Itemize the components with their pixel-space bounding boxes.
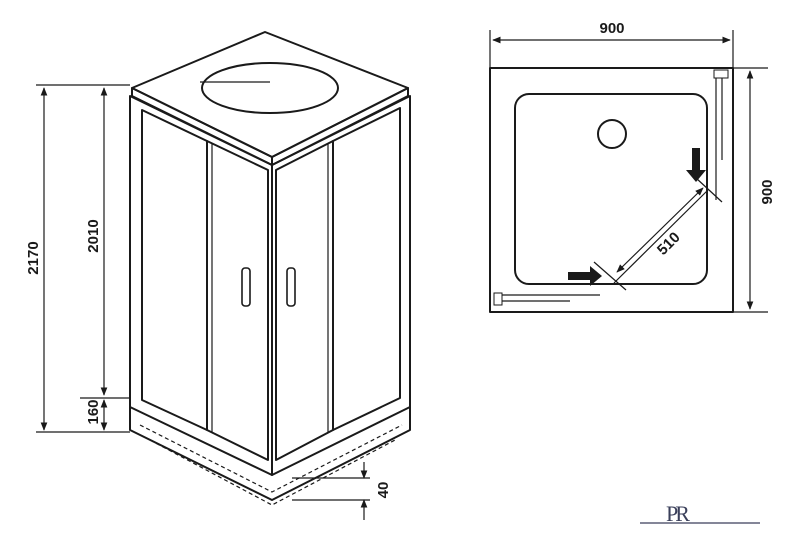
dim-opening-label: 510	[654, 229, 684, 259]
top-view: 900 900 510	[489, 20, 776, 313]
glass-panel-left-door	[206, 140, 269, 461]
logo-text: PR	[666, 501, 690, 526]
dim-depth-label: 900	[759, 179, 776, 204]
tray-dashed	[139, 424, 403, 493]
door-handle-right	[286, 267, 296, 307]
dim-total-height-label: 2170	[25, 241, 42, 274]
front-view: 2170 2010 160 40	[25, 31, 411, 520]
door-rail-cap-right	[713, 69, 729, 79]
door-handle-left	[241, 267, 251, 307]
roof-edge-right	[271, 87, 409, 166]
dim-cabin-height-label: 2010	[85, 219, 102, 252]
dim-tray-height-label: 160	[85, 399, 102, 424]
brand-logo: PR	[640, 501, 760, 526]
door-arrow-right-icon	[568, 266, 602, 286]
glass-panel-right-outer	[332, 107, 401, 431]
door-arrow-down-icon	[686, 148, 706, 182]
drain-icon	[597, 119, 627, 149]
tray-outer-square	[489, 67, 734, 313]
roof-edge-left	[131, 87, 273, 166]
dim-opening-tick-lower	[593, 261, 627, 291]
dim-opening-tick-upper	[695, 177, 723, 203]
dim-width-label: 900	[599, 20, 624, 37]
dim-step-label: 40	[375, 482, 392, 499]
glass-panel-right-door	[275, 140, 334, 461]
dim-opening-line	[616, 187, 704, 273]
door-rail-cap-bottom	[493, 292, 503, 306]
tray-outline	[129, 407, 411, 501]
roof-top	[131, 31, 409, 158]
roof-light-oval	[201, 62, 339, 114]
dim-opening-ext	[613, 189, 709, 284]
tray-basin	[514, 93, 708, 285]
glass-panel-left-outer	[141, 109, 208, 431]
